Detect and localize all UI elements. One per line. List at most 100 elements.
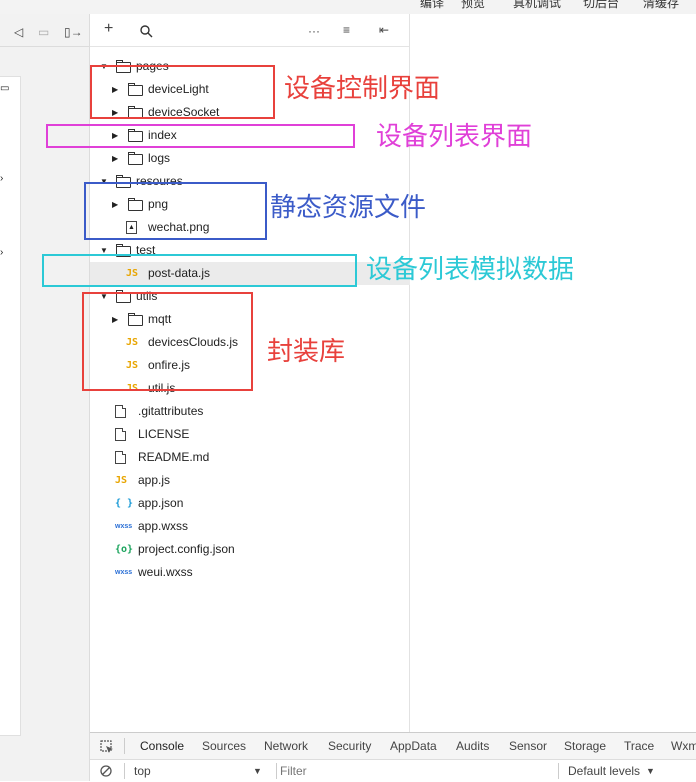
- tab-audits[interactable]: Audits: [456, 739, 490, 753]
- tree-file[interactable]: JS util.js: [90, 377, 410, 400]
- folder-icon: [128, 198, 143, 211]
- speaker-icon[interactable]: ◁: [14, 25, 24, 39]
- annotation-static-resources: 静态资源文件: [270, 193, 427, 223]
- simulator-toolbar: ◁ ▭ ▯→: [0, 14, 89, 47]
- caret-right-icon[interactable]: ▶: [112, 85, 119, 94]
- caret-down-icon[interactable]: ▼: [100, 246, 108, 255]
- caret-right-icon[interactable]: ▶: [112, 108, 119, 117]
- folder-icon: [128, 83, 143, 96]
- tab-storage[interactable]: Storage: [564, 739, 607, 753]
- console-toolbar: top ▼ Default levels ▼: [90, 759, 696, 782]
- tab-console[interactable]: Console: [140, 733, 185, 761]
- tree-folder[interactable]: ▶deviceLight: [90, 78, 410, 101]
- tree-folder[interactable]: ▶mqtt: [90, 308, 410, 331]
- tree-file[interactable]: .gitattributes: [90, 400, 410, 423]
- tree-file[interactable]: {o}project.config.json: [90, 538, 410, 561]
- tree-item-label: png: [148, 197, 169, 211]
- tab-separator: [124, 738, 125, 754]
- tab-security[interactable]: Security: [328, 739, 372, 753]
- tree-item-label: test: [136, 243, 156, 257]
- tab-wxml[interactable]: Wxml: [671, 739, 696, 753]
- annotation-wrapper-library: 封装库: [267, 337, 346, 367]
- compile-button[interactable]: 编译: [420, 0, 445, 10]
- image-file-icon: ▲: [126, 221, 137, 234]
- caret-right-icon[interactable]: ▶: [112, 131, 119, 140]
- tab-sensor[interactable]: Sensor: [509, 739, 548, 753]
- folder-open-icon: [116, 244, 131, 257]
- tree-folder[interactable]: ▶ deviceSocket: [90, 101, 410, 124]
- caret-right-icon[interactable]: ▶: [112, 315, 119, 324]
- tree-item-label: README.md: [138, 450, 210, 464]
- tree-item-label: index: [148, 128, 177, 142]
- filter-input[interactable]: [278, 762, 552, 780]
- remote-debug-button[interactable]: 真机调试: [513, 0, 562, 10]
- tree-folder[interactable]: ▶ png: [90, 193, 410, 216]
- tree-folder[interactable]: ▶logs: [90, 147, 410, 170]
- add-icon[interactable]: +: [104, 20, 114, 37]
- search-icon[interactable]: [140, 25, 153, 38]
- window-icon[interactable]: ▭: [38, 25, 50, 39]
- simulator-panel: ◁ ▭ ▯→ ▭ › ›: [0, 14, 90, 781]
- caret-down-icon[interactable]: ▼: [100, 292, 108, 301]
- chevron-down-icon[interactable]: ▼: [253, 766, 262, 776]
- annotation-box-list: [46, 124, 355, 148]
- toolbar-separator: [276, 763, 277, 779]
- chevron-down-icon[interactable]: ▼: [646, 766, 655, 776]
- tab-appdata[interactable]: AppData: [390, 739, 437, 753]
- log-levels-select[interactable]: Default levels: [568, 764, 641, 778]
- tree-file[interactable]: ▲wechat.png: [90, 216, 410, 239]
- tree-item-label: resoures: [136, 174, 183, 188]
- caret-right-icon[interactable]: ▶: [112, 154, 119, 163]
- chevron-right-icon: ›: [0, 247, 4, 258]
- clear-console-icon[interactable]: [100, 765, 112, 777]
- caret-right-icon[interactable]: ▶: [112, 200, 119, 209]
- annotation-box-control: [90, 65, 275, 119]
- folder-icon: [128, 152, 143, 165]
- panel-divider[interactable]: [409, 14, 410, 732]
- tree-item-label: deviceSocket: [148, 105, 220, 119]
- tree-item-label: util.js: [148, 381, 176, 395]
- tab-trace[interactable]: Trace: [624, 739, 655, 753]
- explorer-toolbar: + ··· ≡ ⇤: [90, 14, 410, 47]
- js-file-icon: JS: [126, 383, 139, 394]
- top-toolbar: 编译 预览 真机调试 切后台 清缓存: [0, 0, 696, 14]
- background-button[interactable]: 切后台: [583, 0, 620, 10]
- tree-file[interactable]: { }app.json: [90, 492, 410, 515]
- context-select[interactable]: top: [134, 764, 151, 778]
- tree-file[interactable]: LICENSE: [90, 423, 410, 446]
- tab-sources[interactable]: Sources: [202, 739, 247, 753]
- more-icon[interactable]: ···: [308, 24, 320, 38]
- tree-item-label: LICENSE: [138, 427, 190, 441]
- simulator-screen[interactable]: ▭ › ›: [0, 76, 21, 736]
- tree-item-label: post-data.js: [148, 266, 211, 280]
- config-file-icon: {o}: [115, 544, 134, 555]
- tree-folder[interactable]: ▼ test: [90, 239, 410, 262]
- tab-network[interactable]: Network: [264, 739, 309, 753]
- folder-icon: [128, 129, 143, 142]
- tree-item-label: onfire.js: [148, 358, 191, 372]
- annotation-box-mock: [42, 254, 357, 287]
- collapse-icon[interactable]: ⇤: [379, 23, 390, 37]
- tree-item-label: weui.wxss: [138, 565, 193, 579]
- tree-folder[interactable]: ▶ index: [90, 124, 410, 147]
- clear-cache-button[interactable]: 清缓存: [643, 0, 680, 10]
- file-icon: [115, 405, 126, 418]
- split-icon[interactable]: ▯→: [64, 25, 83, 39]
- toolbar-separator: [558, 763, 559, 779]
- tree-item-label: devicesClouds.js: [148, 335, 239, 349]
- sort-icon[interactable]: ≡: [343, 23, 351, 37]
- js-file-icon: JS: [115, 475, 128, 486]
- annotation-device-list: 设备列表界面: [376, 122, 533, 152]
- tree-file[interactable]: README.md: [90, 446, 410, 469]
- inspect-icon[interactable]: [100, 740, 114, 754]
- preview-button[interactable]: 预览: [461, 0, 486, 10]
- folder-icon: [128, 313, 143, 326]
- caret-down-icon[interactable]: ▼: [100, 177, 108, 186]
- file-icon: [115, 451, 126, 464]
